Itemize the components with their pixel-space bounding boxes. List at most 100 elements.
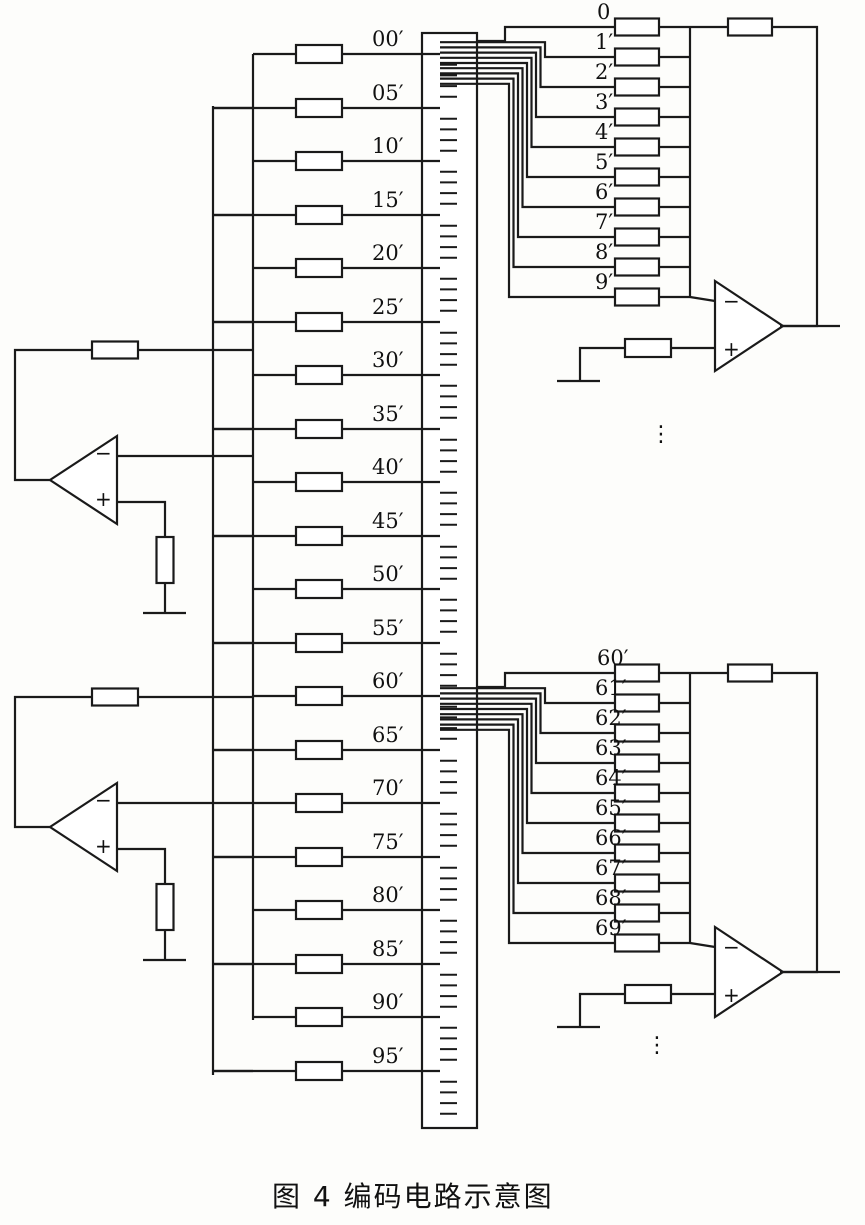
tap-wire bbox=[440, 46, 615, 89]
scale-label: 70′ bbox=[372, 776, 404, 800]
plus-sign: + bbox=[95, 834, 112, 858]
tap-label: 3′ bbox=[595, 90, 613, 114]
tap-wire bbox=[440, 692, 615, 735]
ellipsis-lower: ⋮ bbox=[646, 1033, 668, 1058]
minus-sign: − bbox=[95, 441, 112, 465]
tap-resistor bbox=[613, 47, 661, 67]
row-resistor bbox=[294, 364, 344, 386]
row-resistor bbox=[294, 578, 344, 600]
lower-opamp bbox=[713, 924, 785, 1020]
tap-resistor bbox=[613, 257, 661, 277]
feedback-resistor bbox=[90, 687, 140, 707]
tap-label: 65′ bbox=[595, 796, 627, 820]
row-resistor bbox=[294, 1060, 344, 1082]
row-resistor bbox=[294, 792, 344, 814]
row-resistor bbox=[294, 43, 344, 65]
ground-wire bbox=[578, 346, 625, 381]
figure-caption: 图 4 编码电路示意图 bbox=[272, 1180, 554, 1213]
tap-wire bbox=[440, 56, 615, 149]
ground-resistor bbox=[155, 535, 175, 585]
scale-label: 95′ bbox=[372, 1044, 404, 1068]
feedback-resistor bbox=[726, 663, 774, 683]
noninv-wire bbox=[117, 847, 167, 883]
scale-label: 55′ bbox=[372, 616, 404, 640]
scale-label: 10′ bbox=[372, 134, 404, 158]
tap-label: 8′ bbox=[595, 240, 613, 264]
plus-sign: + bbox=[723, 983, 740, 1007]
tap-wire bbox=[440, 82, 615, 299]
upper-opamp bbox=[713, 278, 785, 374]
feedback-wire bbox=[772, 671, 819, 974]
row-resistor bbox=[294, 311, 344, 333]
tap-wire bbox=[440, 687, 615, 705]
row-resistor bbox=[294, 953, 344, 975]
tap-label: 2′ bbox=[595, 60, 613, 84]
tap-wire bbox=[440, 61, 615, 179]
scale-label: 15′ bbox=[372, 188, 404, 212]
row-resistor bbox=[294, 632, 344, 654]
scale-label: 50′ bbox=[372, 562, 404, 586]
ground-wire bbox=[578, 992, 625, 1027]
tap-wire bbox=[440, 72, 615, 239]
scale-label: 40′ bbox=[372, 455, 404, 479]
row-resistor bbox=[294, 899, 344, 921]
tap-resistor bbox=[613, 287, 661, 307]
scale-label: 00′ bbox=[372, 27, 404, 51]
left-opamp-lower bbox=[47, 780, 119, 874]
minus-sign: − bbox=[723, 935, 740, 959]
feedback-resistor bbox=[726, 17, 774, 37]
tap-resistor bbox=[613, 17, 661, 37]
tap-label: 9′ bbox=[595, 270, 613, 294]
inverting-input bbox=[689, 941, 716, 949]
inverting-input bbox=[689, 295, 716, 303]
row-resistor bbox=[294, 846, 344, 868]
scale-label: 75′ bbox=[372, 830, 404, 854]
row-resistor bbox=[294, 685, 344, 707]
plus-sign: + bbox=[723, 337, 740, 361]
scale-label: 20′ bbox=[372, 241, 404, 265]
tap-label: 6′ bbox=[595, 180, 613, 204]
minus-sign: − bbox=[95, 788, 112, 812]
row-resistor bbox=[294, 257, 344, 279]
tap-resistor bbox=[613, 167, 661, 187]
tap-wire bbox=[440, 707, 615, 825]
tap-label: 1′ bbox=[595, 30, 613, 54]
tap-wire bbox=[440, 713, 615, 855]
plus-sign: + bbox=[95, 487, 112, 511]
row-resistor bbox=[294, 471, 344, 493]
row-resistor bbox=[294, 150, 344, 172]
left-opamp-upper bbox=[47, 433, 119, 527]
ground-resistor bbox=[155, 882, 175, 932]
tap-resistor bbox=[613, 107, 661, 127]
row-resistor bbox=[294, 1006, 344, 1028]
scale-label: 60′ bbox=[372, 669, 404, 693]
scale-label: 85′ bbox=[372, 937, 404, 961]
tap-wire bbox=[440, 51, 615, 119]
minus-sign: − bbox=[723, 289, 740, 313]
tap-label: 60′ bbox=[597, 646, 629, 670]
tap-resistor bbox=[613, 227, 661, 247]
tap-label: 63′ bbox=[595, 736, 627, 760]
row-resistor bbox=[294, 525, 344, 547]
scale-label: 90′ bbox=[372, 990, 404, 1014]
tap-label: 4′ bbox=[595, 120, 613, 144]
ellipsis-upper: ⋮ bbox=[650, 422, 672, 447]
tap-resistor bbox=[613, 137, 661, 157]
ground-resistor bbox=[623, 983, 673, 1005]
row-resistor bbox=[294, 97, 344, 119]
tap-wire bbox=[440, 77, 615, 269]
tap-label: 67′ bbox=[595, 856, 627, 880]
tap-label: 68′ bbox=[595, 886, 627, 910]
row-resistor bbox=[294, 739, 344, 761]
tap-label: 61′ bbox=[595, 676, 627, 700]
tap-label: 62′ bbox=[595, 706, 627, 730]
feedback-wire bbox=[772, 25, 819, 328]
ground-resistor bbox=[623, 337, 673, 359]
tap-label: 0 bbox=[597, 0, 610, 24]
row-resistor bbox=[294, 418, 344, 440]
tap-label: 66′ bbox=[595, 826, 627, 850]
tap-wire bbox=[440, 41, 615, 59]
row-resistor bbox=[294, 204, 344, 226]
